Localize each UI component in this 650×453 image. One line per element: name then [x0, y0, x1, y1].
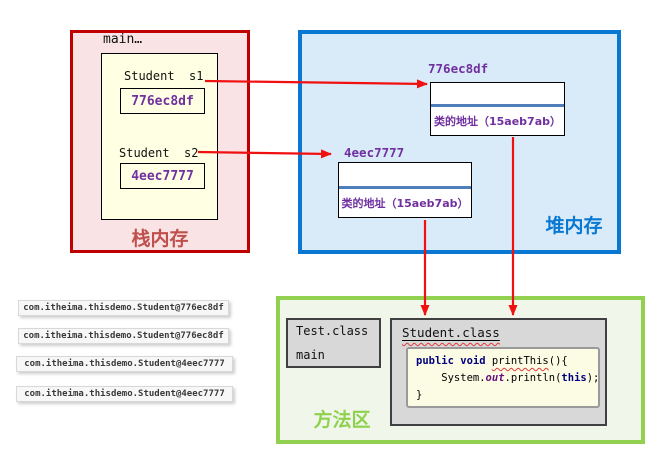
code-line-3: } — [416, 389, 423, 401]
test-class-main-entry: main — [296, 348, 325, 362]
heap-object1-address-label: 776ec8df — [428, 61, 489, 76]
console-output-line-4: com.itheima.thisdemo.Student@4eec7777 — [16, 386, 233, 402]
heap-object2-address-label: 4eec7777 — [344, 145, 405, 160]
console-output-line-1: com.itheima.thisdemo.Student@776ec8df — [18, 300, 229, 316]
heap-region-label: 堆内存 — [545, 215, 603, 237]
console-output-line-3: com.itheima.thisdemo.Student@4eec7777 — [16, 356, 233, 372]
code-line-2: System.out.println(this); — [416, 372, 600, 384]
heap-object2: 类的地址（15aeb7ab） — [338, 162, 472, 218]
stack-var-s2-value: 4eec7777 — [131, 168, 194, 184]
stack-var-s2-decl: Student s2 — [119, 146, 199, 160]
test-class-box: Test.class main — [286, 318, 381, 368]
console-output-line-2: com.itheima.thisdemo.Student@776ec8df — [18, 328, 229, 344]
stack-var-s2-value-box: 4eec7777 — [120, 163, 205, 189]
test-class-title: Test.class — [296, 324, 369, 338]
heap-memory-region — [298, 30, 621, 254]
student-class-box: Student.class public void printThis(){ S… — [390, 318, 607, 426]
student-class-title: Student.class — [402, 325, 500, 340]
method-area-region-label: 方法区 — [313, 409, 371, 431]
stack-var-s1-value: 776ec8df — [131, 93, 194, 109]
print-this-code-box: public void printThis(){ System.out.prin… — [406, 347, 600, 408]
stack-var-s1-decl: Student s1 — [124, 69, 204, 83]
stack-region-label: 栈内存 — [131, 228, 189, 250]
heap-object2-body — [339, 163, 471, 189]
heap-object1-body — [431, 83, 564, 107]
code-line-1: public void printThis(){ — [416, 355, 568, 367]
main-frame-title: main… — [103, 32, 143, 47]
stack-var-s1-value-box: 776ec8df — [120, 88, 205, 114]
heap-object1-class-address: 类的地址（15aeb7ab） — [433, 114, 561, 128]
main-stack-frame — [101, 53, 218, 220]
heap-object1: 类的地址（15aeb7ab） — [430, 82, 565, 136]
heap-object2-class-address: 类的地址（15aeb7ab） — [341, 196, 469, 210]
